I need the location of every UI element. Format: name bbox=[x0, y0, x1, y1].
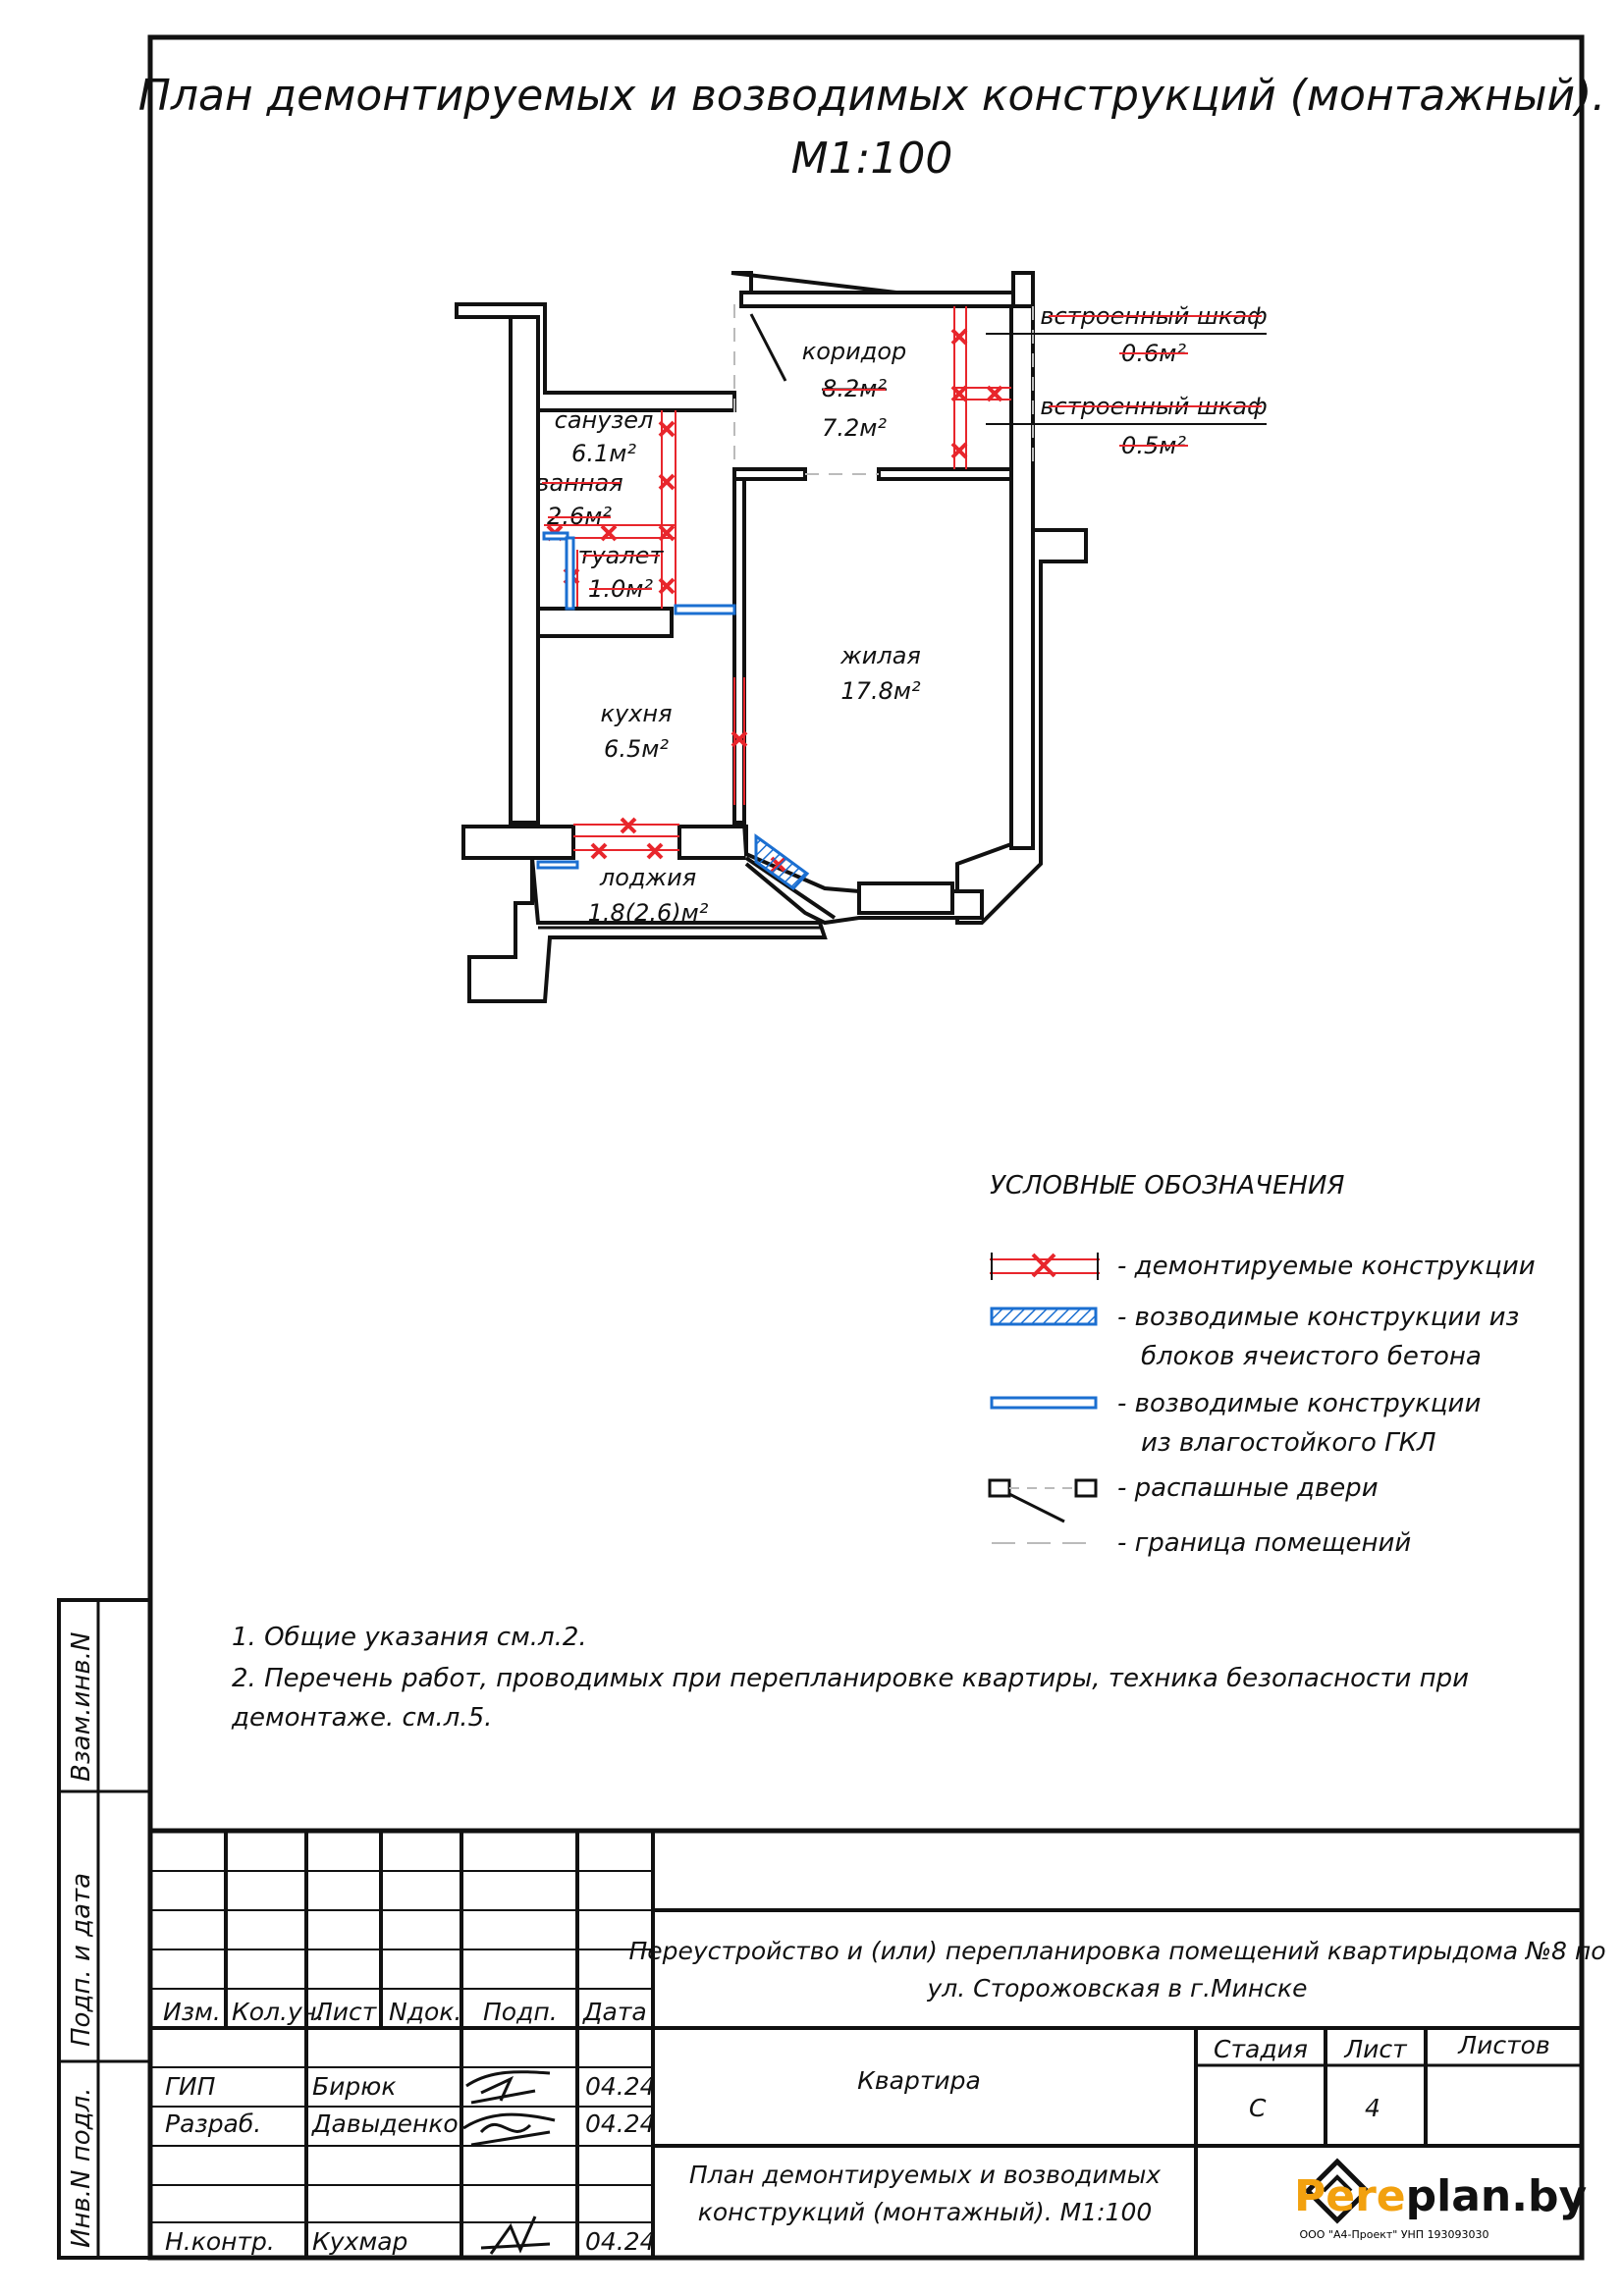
legend-heading: УСЛОВНЫЕ ОБОЗНАЧЕНИЯ bbox=[990, 1171, 1344, 1201]
legend-item-3-line1: - возводимые конструкции bbox=[1117, 1389, 1481, 1418]
drawing-name-line1: План демонтируемых и возводимых bbox=[689, 2161, 1161, 2189]
date-nkontr: 04.24 bbox=[585, 2227, 656, 2256]
date-gip: 04.24 bbox=[585, 2072, 656, 2101]
built-structures bbox=[536, 531, 810, 890]
project-line1: Переустройство и (или) перепланировка по… bbox=[628, 1937, 1605, 1965]
role-razrab: Разраб. bbox=[165, 2109, 261, 2138]
wall-kitchen-bottom-right bbox=[677, 825, 748, 860]
brand-part2: plan.by bbox=[1406, 2171, 1588, 2221]
wall-loggia bbox=[467, 857, 828, 1003]
note-2: 2. Перечень работ, проводимых при перепл… bbox=[232, 1664, 1469, 1693]
legend-gkl-symbol bbox=[990, 1396, 1098, 1410]
wardrobe-leaders bbox=[986, 333, 1267, 425]
title-block-text: Изм. Кол.уч. Лист Nдок. Подп. Дата ГИП Б… bbox=[163, 1937, 1606, 2256]
wall-kitchen-living bbox=[732, 477, 746, 825]
role-nkontr: Н.контр. bbox=[165, 2227, 275, 2256]
hdr-list: Лист bbox=[313, 1998, 378, 2026]
notes: 1. Общие указания см.л.2. 2. Перечень ра… bbox=[231, 1623, 1469, 1733]
hdr-data: Дата bbox=[582, 1998, 647, 2026]
loggia-name: лоджия bbox=[599, 864, 696, 891]
hdr-ndok: Nдок. bbox=[389, 1998, 461, 2026]
wall-bath-bottom bbox=[536, 607, 674, 638]
side-label-podp: Подп. и дата bbox=[67, 1873, 96, 2047]
legend-demolish-symbol bbox=[990, 1253, 1100, 1280]
wall-corridor-top bbox=[739, 291, 1015, 308]
floor-plan bbox=[455, 271, 1088, 1003]
note-2-cont: демонтаже. см.л.5. bbox=[231, 1703, 492, 1733]
brand-part1: Pere bbox=[1294, 2171, 1406, 2221]
sheets-label: Листов bbox=[1457, 2031, 1549, 2059]
sheet-frame bbox=[147, 34, 1585, 2261]
hdr-podp: Подп. bbox=[483, 1998, 558, 2026]
room-labels: коридор 8.2м² 7.2м² встроенный шкаф 0.6м… bbox=[535, 302, 1267, 927]
page-title: План демонтируемых и возводимых конструк… bbox=[138, 71, 1605, 121]
hdr-koluch: Кол.уч. bbox=[232, 1998, 324, 2026]
legend-item-5: - граница помещений bbox=[1117, 1528, 1411, 1558]
object-name: Квартира bbox=[857, 2066, 981, 2095]
stage-label: Стадия bbox=[1214, 2035, 1308, 2063]
signatures bbox=[462, 2070, 556, 2255]
hdr-izm: Изм. bbox=[163, 1998, 221, 2026]
kitchen-name: кухня bbox=[600, 700, 672, 727]
corridor-area: 7.2м² bbox=[822, 414, 887, 442]
legend: УСЛОВНЫЕ ОБОЗНАЧЕНИЯ - демонтируемые кон… bbox=[988, 1171, 1536, 1558]
wall-kitchen-bottom-left bbox=[461, 825, 575, 860]
legend-block-symbol bbox=[990, 1307, 1098, 1326]
legend-door-symbol bbox=[988, 1478, 1098, 1523]
wall-living-top-right bbox=[877, 467, 1013, 481]
logo-diamond-icon bbox=[1304, 2158, 1371, 2224]
side-stamp-frame bbox=[57, 1598, 152, 2260]
sanuzel-area: 6.1м² bbox=[571, 440, 636, 467]
side-label-vzam: Взам.инв.N bbox=[67, 1632, 96, 1782]
living-name: жилая bbox=[839, 642, 921, 669]
page-scale: М1:100 bbox=[791, 133, 953, 184]
legend-item-3-line2: из влагостойкого ГКЛ bbox=[1141, 1428, 1436, 1458]
kitchen-area: 6.5м² bbox=[604, 735, 669, 763]
title-block bbox=[150, 1828, 1582, 2258]
name-nkontr: Кухмар bbox=[312, 2227, 407, 2256]
legend-item-2-line2: блоков ячеистого бетона bbox=[1141, 1342, 1482, 1371]
brand-logo: Pereplan.by ООО "А4-Проект" УНП 19309303… bbox=[1294, 2158, 1587, 2241]
corridor-name: коридор bbox=[802, 338, 907, 365]
svg-text:Pereplan.by: Pereplan.by bbox=[1294, 2171, 1587, 2221]
name-gip: Бирюк bbox=[312, 2072, 396, 2101]
legend-item-1: - демонтируемые конструкции bbox=[1117, 1252, 1536, 1281]
side-label-inv: Инв.N подл. bbox=[67, 2087, 96, 2248]
wall-right bbox=[1009, 304, 1035, 850]
legend-item-2-line1: - возводимые конструкции из bbox=[1117, 1303, 1519, 1332]
project-line2: ул. Сторожовская в г.Минске bbox=[927, 1974, 1308, 2002]
loggia-area: 1.8(2.6)м² bbox=[588, 899, 709, 927]
stage-value: С bbox=[1249, 2094, 1267, 2122]
sanuzel-name: санузел bbox=[555, 406, 654, 434]
sheet-value: 4 bbox=[1365, 2094, 1380, 2122]
door-swing-corridor bbox=[749, 313, 787, 382]
living-area: 17.8м² bbox=[840, 677, 921, 705]
sheet-label: Лист bbox=[1343, 2035, 1408, 2063]
date-razrab: 04.24 bbox=[585, 2109, 656, 2138]
drawing-name-line2: конструкций (монтажный). М1:100 bbox=[698, 2198, 1153, 2226]
wall-left-main bbox=[509, 315, 540, 825]
note-1: 1. Общие указания см.л.2. bbox=[232, 1623, 587, 1652]
bay-window bbox=[857, 881, 954, 915]
brand-sub: ООО "А4-Проект" УНП 193093030 bbox=[1299, 2228, 1488, 2241]
legend-item-4: - распашные двери bbox=[1117, 1473, 1379, 1503]
role-gip: ГИП bbox=[165, 2072, 216, 2101]
name-razrab: Давыденко bbox=[311, 2109, 459, 2138]
